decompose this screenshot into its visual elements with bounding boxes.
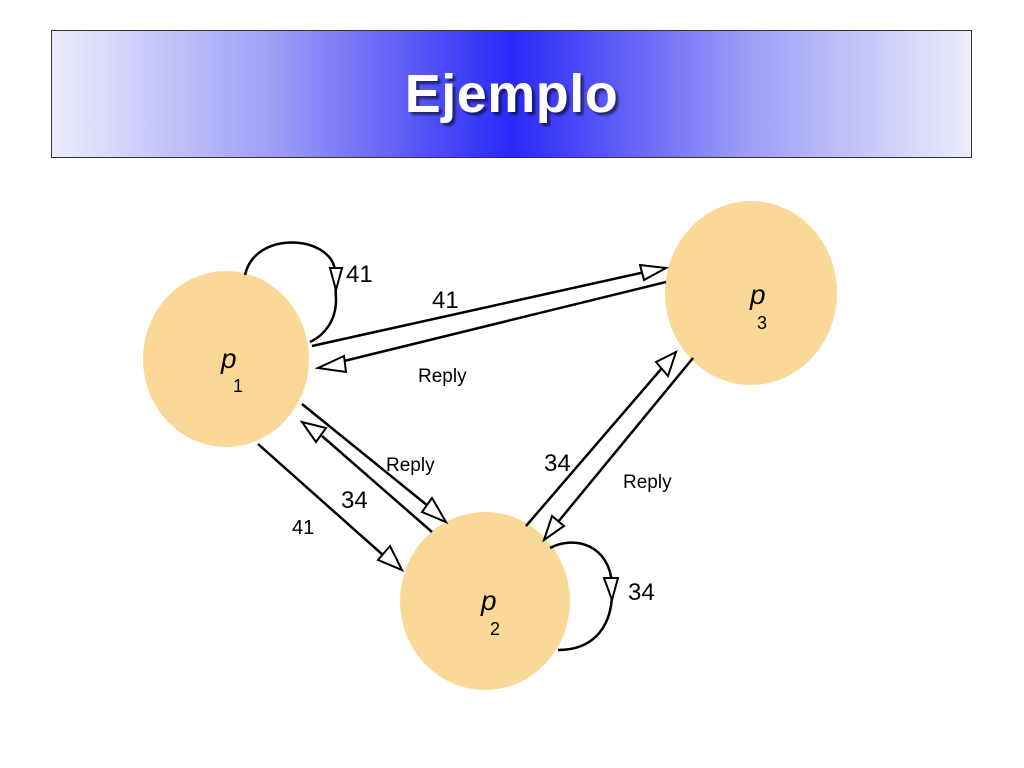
edge-label-p1-to-p2: 41 (292, 517, 314, 539)
node-p3: p 3 (665, 201, 837, 385)
edge-label-p2-self: 34 (628, 579, 655, 606)
node-p1-subscript: 1 (233, 376, 243, 396)
slide-title: Ejemplo (404, 64, 619, 124)
node-p1-circle (143, 271, 309, 447)
edge-label-p3-to-p2-reply: Reply (623, 472, 672, 493)
edge-p1-self: 41 (243, 241, 373, 344)
node-p3-letter: p (749, 279, 766, 310)
node-p1-letter: p (220, 343, 237, 374)
node-p2-circle (400, 512, 570, 690)
edge-p2-to-p1: 34 (299, 420, 433, 533)
edge-label-p1-self: 41 (346, 261, 373, 288)
edge-label-p1-to-p3: 41 (432, 287, 459, 314)
edge-p1-to-p2-reply: Reply (301, 403, 449, 525)
edge-p2-to-p3: 34 (525, 350, 678, 527)
node-p2: p 2 (400, 512, 570, 690)
title-banner: Ejemplo (51, 30, 972, 158)
edge-label-p3-to-p1-reply: Reply (418, 366, 467, 387)
edge-label-p2-to-p1: 34 (341, 487, 368, 514)
edge-label-p2-to-p3: 34 (544, 450, 571, 477)
edge-p1-to-p3: 41 (311, 263, 670, 348)
node-p3-subscript: 3 (757, 313, 767, 333)
node-p1: p 1 (143, 271, 309, 447)
edge-p3-to-p1-reply: Reply (314, 280, 667, 387)
node-p3-circle (665, 201, 837, 385)
edge-p1-to-p2: 41 (257, 443, 405, 572)
node-p2-subscript: 2 (490, 619, 500, 639)
node-p2-letter: p (480, 585, 497, 616)
edge-p2-self: 34 (549, 541, 655, 652)
edge-label-p1-to-p2-reply: Reply (386, 455, 435, 476)
edge-p3-to-p2-reply: Reply (542, 357, 694, 543)
